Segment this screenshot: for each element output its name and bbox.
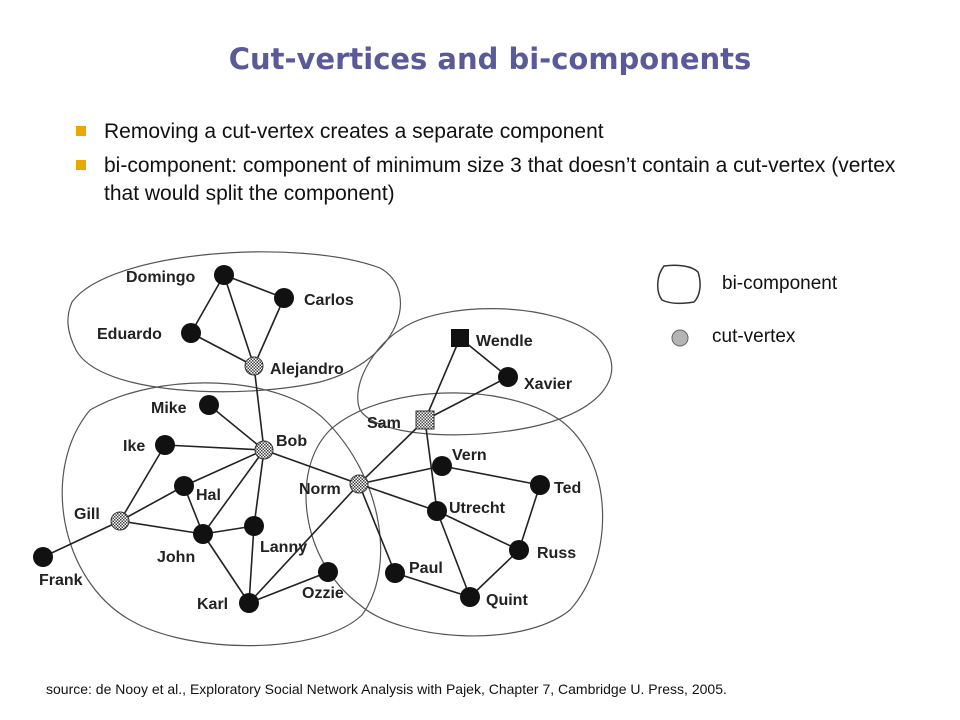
node-label-gill: Gill: [74, 506, 100, 523]
bullet-text-2: bi-component: component of minimum size …: [104, 154, 896, 205]
edge-paul-quint: [394, 572, 471, 598]
node-label-mike: Mike: [151, 400, 187, 417]
edge-domingo-carlos: [223, 274, 285, 299]
node-bob: [254, 440, 274, 460]
edge-norm-vern: [358, 465, 443, 485]
node-frank: [33, 547, 53, 567]
bicomponent-legend-icon: [657, 264, 701, 305]
edge-gill-frank: [42, 520, 121, 558]
edge-utrecht-quint: [436, 510, 471, 598]
bicomponent-left: [61, 382, 382, 647]
edge-russ-quint: [469, 549, 520, 598]
node-utrecht: [427, 501, 447, 521]
node-quint: [460, 587, 480, 607]
edge-ike-bob: [164, 444, 265, 451]
bicomponent-top: [67, 251, 402, 393]
node-label-bob: Bob: [276, 433, 307, 450]
node-label-ike: Ike: [123, 438, 145, 455]
edge-john-karl: [202, 533, 250, 604]
edge-alejandro-bob: [253, 365, 265, 451]
edge-gill-hal: [119, 485, 185, 522]
node-label-karl: Karl: [197, 596, 228, 613]
node-label-ozzie: Ozzie: [302, 585, 344, 602]
node-ted: [530, 475, 550, 495]
node-label-ted: Ted: [554, 480, 581, 497]
node-wendle: [451, 329, 469, 347]
bicomponent-small: [357, 308, 613, 436]
bullet-item-1: Removing a cut-vertex creates a separate…: [74, 118, 934, 146]
edge-bob-john: [202, 449, 265, 535]
edge-vern-ted: [441, 465, 541, 486]
edge-karl-lanny: [248, 525, 255, 604]
node-sam: [415, 410, 435, 430]
node-xavier: [498, 367, 518, 387]
edge-ted-russ: [518, 484, 541, 551]
edge-karl-ozzie: [248, 571, 329, 604]
node-label-vern: Vern: [452, 447, 487, 464]
edge-bob-hal: [183, 449, 265, 487]
node-label-quint: Quint: [486, 592, 528, 609]
node-label-lanny: Lanny: [260, 539, 307, 556]
cutvertex-legend-icon: [671, 329, 689, 347]
node-label-wendle: Wendle: [476, 333, 533, 350]
node-ike: [155, 435, 175, 455]
bullet-square-icon: [76, 126, 86, 136]
edge-sam-xavier: [424, 376, 509, 421]
node-hal: [174, 476, 194, 496]
edge-bob-norm: [263, 449, 360, 485]
node-lanny: [244, 516, 264, 536]
node-label-norm: Norm: [299, 481, 341, 498]
edge-norm-utrecht: [358, 483, 438, 512]
edge-bob-lanny: [253, 449, 265, 527]
edge-domingo-alejandro: [223, 274, 255, 367]
edge-carlos-alejandro: [253, 297, 285, 367]
edge-eduardo-alejandro: [190, 332, 255, 367]
node-john: [193, 524, 213, 544]
edge-sam-wendle: [424, 337, 461, 421]
node-label-paul: Paul: [409, 560, 443, 577]
edge-gill-john: [119, 520, 204, 535]
node-paul: [385, 563, 405, 583]
node-label-xavier: Xavier: [524, 376, 572, 393]
node-ozzie: [318, 562, 338, 582]
node-label-carlos: Carlos: [304, 292, 354, 309]
bullet-text-1: Removing a cut-vertex creates a separate…: [104, 120, 604, 143]
bicomponent-right: [305, 392, 604, 637]
edge-mike-bob: [208, 404, 265, 451]
edge-norm-karl: [248, 483, 360, 604]
edge-utrecht-russ: [436, 510, 520, 551]
edge-sam-utrecht: [424, 419, 438, 512]
node-carlos: [274, 288, 294, 308]
bullet-item-2: bi-component: component of minimum size …: [74, 152, 934, 208]
node-gill: [110, 511, 130, 531]
node-label-russ: Russ: [537, 545, 576, 562]
edge-norm-sam: [358, 419, 426, 485]
bullet-square-icon: [76, 160, 86, 170]
bullet-list: Removing a cut-vertex creates a separate…: [74, 118, 934, 214]
node-label-john: John: [157, 549, 195, 566]
node-norm: [349, 474, 369, 494]
edge-domingo-eduardo: [190, 274, 225, 334]
node-label-domingo: Domingo: [126, 269, 196, 286]
node-domingo: [214, 265, 234, 285]
slide-title: Cut-vertices and bi-components: [228, 42, 752, 76]
edge-norm-paul: [358, 483, 396, 574]
source-citation: source: de Nooy et al., Exploratory Soci…: [46, 681, 727, 697]
node-vern: [432, 456, 452, 476]
node-label-utrecht: Utrecht: [449, 500, 506, 517]
node-label-frank: Frank: [39, 572, 83, 589]
node-russ: [509, 540, 529, 560]
node-karl: [239, 593, 259, 613]
node-label-sam: Sam: [367, 415, 401, 432]
node-alejandro: [244, 356, 264, 376]
cutvertex-legend-label: cut-vertex: [712, 326, 796, 347]
node-eduardo: [181, 323, 201, 343]
bicomponent-legend-label: bi-component: [722, 273, 838, 294]
node-label-hal: Hal: [196, 487, 221, 504]
node-mike: [199, 395, 219, 415]
node-label-eduardo: Eduardo: [97, 326, 162, 343]
node-label-alejandro: Alejandro: [270, 361, 344, 378]
edge-ike-gill: [119, 444, 166, 522]
